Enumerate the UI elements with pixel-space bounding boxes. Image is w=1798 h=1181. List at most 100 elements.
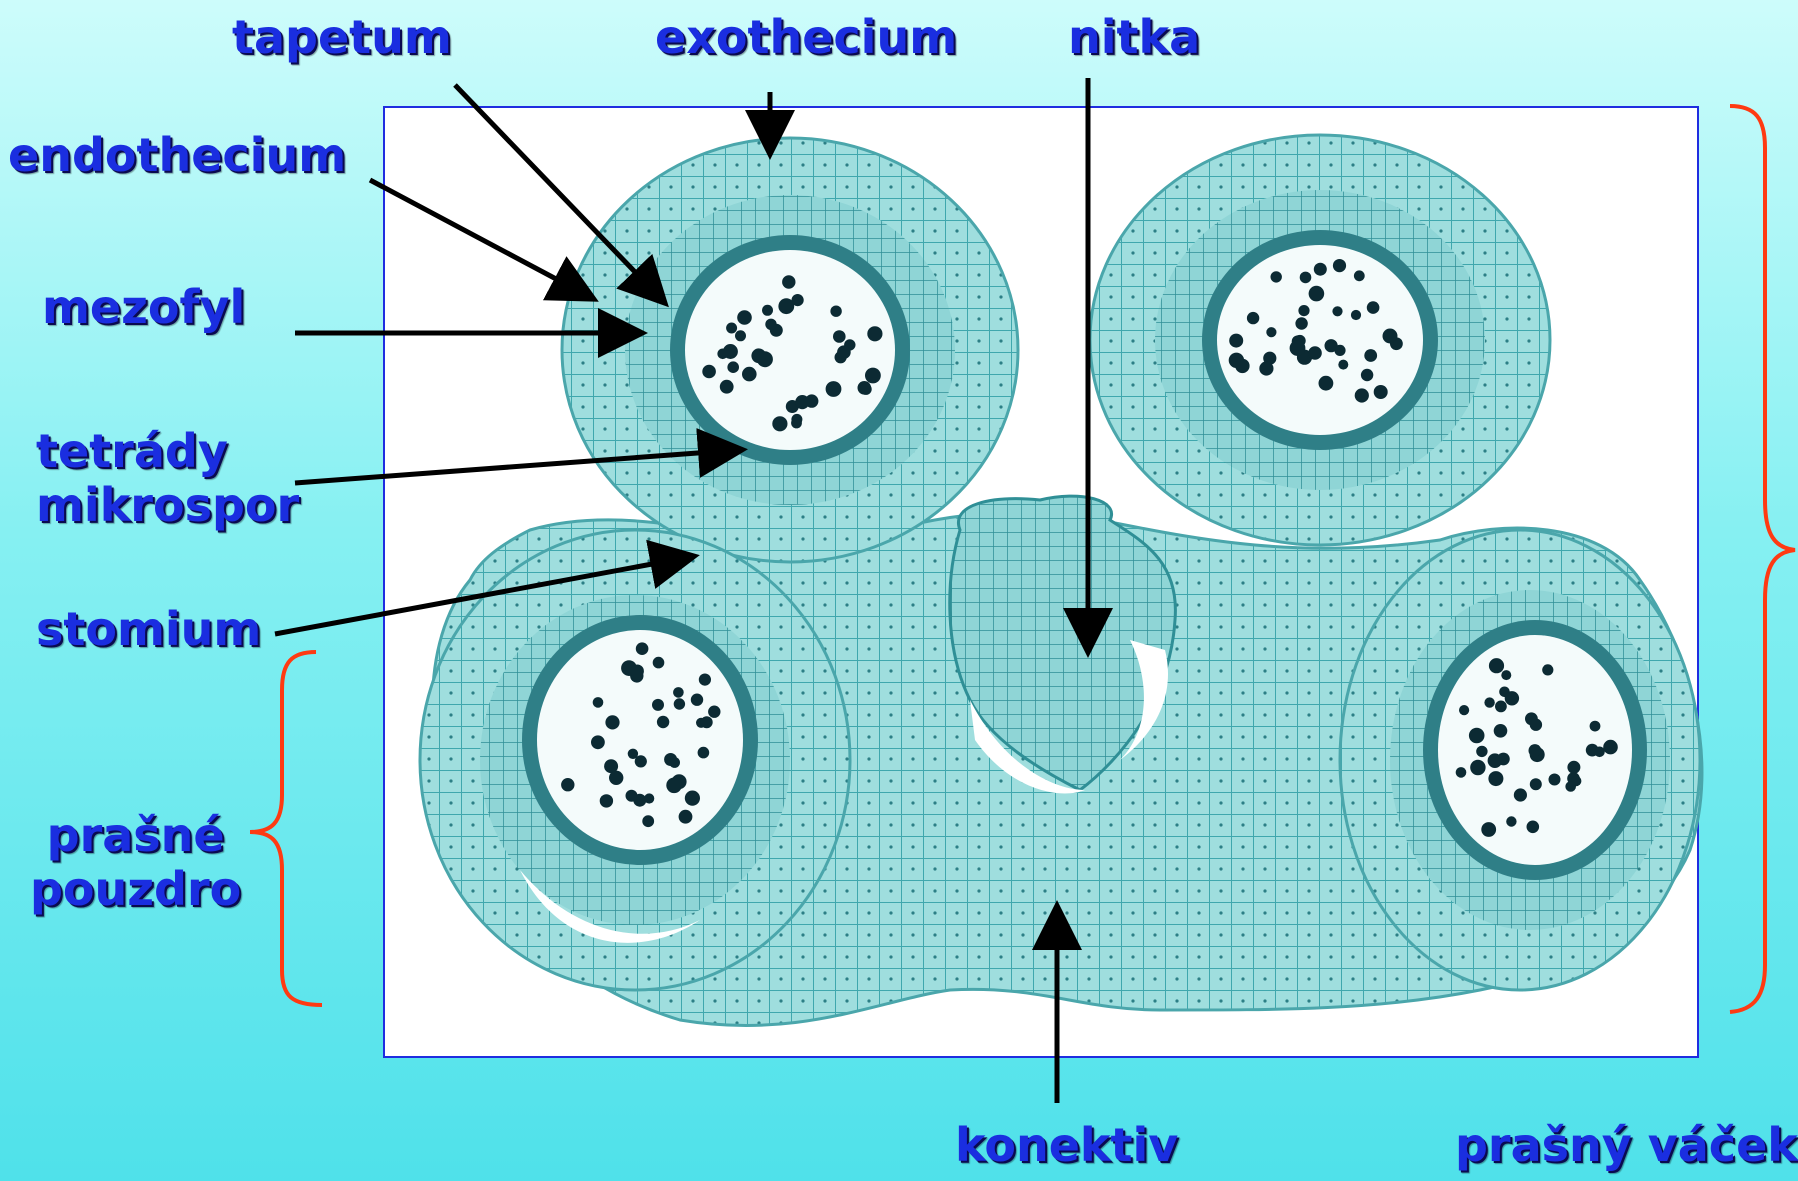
tetrad-dot [561, 778, 574, 791]
tetrad-dot [691, 694, 703, 706]
tetrad-dot [1361, 369, 1373, 381]
tetrad-dot [1300, 272, 1312, 284]
tetrad-dot [726, 323, 737, 334]
tetrad-dot [765, 319, 776, 330]
tetrad-dot [669, 757, 680, 768]
tetrad-dot [860, 384, 871, 395]
label-prasne-line2: pouzdro [30, 862, 241, 916]
tetrad-dot [605, 715, 619, 729]
tetrad-dot [1364, 349, 1377, 362]
tetrad-dot [1247, 312, 1259, 324]
tetrad-dot [735, 330, 746, 341]
tetrad-dot [1456, 767, 1467, 778]
tetrad-dot [772, 416, 787, 431]
tetrad-dot [826, 381, 842, 397]
label-konektiv: konektiv [955, 1118, 1178, 1172]
tetrad-dot [673, 687, 684, 698]
tetrad-dot [1501, 670, 1511, 680]
tetrad-dot [720, 380, 734, 394]
tetrad-dot [631, 665, 644, 678]
tetrad-dot [701, 716, 713, 728]
tetrad-dot [636, 642, 649, 655]
tetrad-dot [642, 815, 654, 827]
tetrad-dot [1374, 385, 1388, 399]
label-exothecium: exothecium [655, 10, 957, 64]
tetrad-dot [1332, 306, 1342, 316]
tetrad-dot [1271, 271, 1282, 282]
tetrad-dot [782, 275, 795, 288]
tetrad-dot [1476, 746, 1487, 757]
tetrad-dot [593, 697, 604, 708]
tetrad-dot [600, 794, 613, 807]
tetrad-dot [1565, 781, 1576, 792]
tetrad-dot [653, 657, 665, 669]
tetrad-dot [626, 790, 638, 802]
label-mezofyl: mezofyl [42, 280, 245, 334]
tetrad-dot [742, 367, 757, 382]
label-prasne-line1: prašné [30, 808, 241, 862]
tetrad-dot [1229, 334, 1243, 348]
label-endothecium: endothecium [8, 128, 346, 182]
tetrad-dot [1298, 305, 1309, 316]
tetrad-dot [1355, 388, 1369, 402]
tetrad-dot [1459, 705, 1469, 715]
tetrad-dot [1295, 317, 1307, 329]
tetrad-dot [666, 778, 682, 794]
label-tetrady-line2: mikrospor [36, 478, 299, 532]
tetrad-dot [698, 747, 710, 759]
pollen-sac-upper-left [562, 138, 1018, 562]
tetrad-dot [674, 698, 685, 709]
tetrad-dot [1494, 724, 1508, 738]
tetrad-dot [1505, 691, 1519, 705]
tetrad-dot [1594, 747, 1605, 758]
brace-prasne-pouzdro [250, 652, 322, 1005]
tetrad-dot [1549, 774, 1561, 786]
tetrad-dot [657, 716, 669, 728]
label-stomium: stomium [36, 602, 261, 656]
tetrad-dot [1603, 740, 1618, 755]
tetrad-dot [1488, 771, 1503, 786]
tetrad-dot [1266, 327, 1276, 337]
tetrad-dot [1567, 761, 1580, 774]
label-prasny-vacek: prašný váček [1455, 1118, 1798, 1172]
tetrad-dot [723, 344, 738, 359]
tetrad-dot [679, 810, 693, 824]
pollen-sac-lower-right [1340, 530, 1700, 990]
tetrad-dot [1319, 376, 1334, 391]
tetrad-dot [1484, 697, 1494, 707]
tetrad-dot [1488, 753, 1503, 768]
tetrad-dot [609, 771, 623, 785]
tetrad-dot [1308, 346, 1322, 360]
brace-prasny-vacek [1730, 106, 1795, 1012]
tetrad-dot [699, 674, 711, 686]
tetrad-dot [591, 735, 605, 749]
tetrad-dot [1495, 701, 1507, 713]
tetrad-dot [652, 699, 664, 711]
tetrad-dot [702, 365, 716, 379]
tetrad-dot [1314, 263, 1327, 276]
tetrad-dot [1489, 658, 1504, 673]
tetrad-dot [1333, 259, 1346, 272]
tetrad-dot [1514, 788, 1527, 801]
tetrad-dot [865, 368, 881, 384]
tetrad-dot [867, 326, 882, 341]
tetrad-dot [791, 418, 802, 429]
tetrad-dot [762, 305, 773, 316]
tetrad-dot [1530, 719, 1542, 731]
tetrad-dot [1506, 816, 1516, 826]
tetrad-dot [1542, 664, 1553, 675]
tetrad-dot [1338, 360, 1348, 370]
label-prasne-pouzdro: prašné pouzdro [30, 808, 241, 917]
tetrad-dot [1470, 760, 1485, 775]
tetrad-dot [1529, 744, 1542, 757]
tetrad-dot [1527, 821, 1540, 834]
tetrad-dot [1386, 331, 1397, 342]
label-tapetum: tapetum [232, 10, 452, 64]
tetrad-dot [635, 755, 647, 767]
tetrad-dot [1469, 728, 1485, 744]
tetrad-dot [1351, 310, 1361, 320]
tetrad-dot [833, 330, 846, 343]
tetrad-dot [1481, 822, 1496, 837]
tetrad-dot [830, 306, 841, 317]
tetrad-dot [837, 345, 851, 359]
